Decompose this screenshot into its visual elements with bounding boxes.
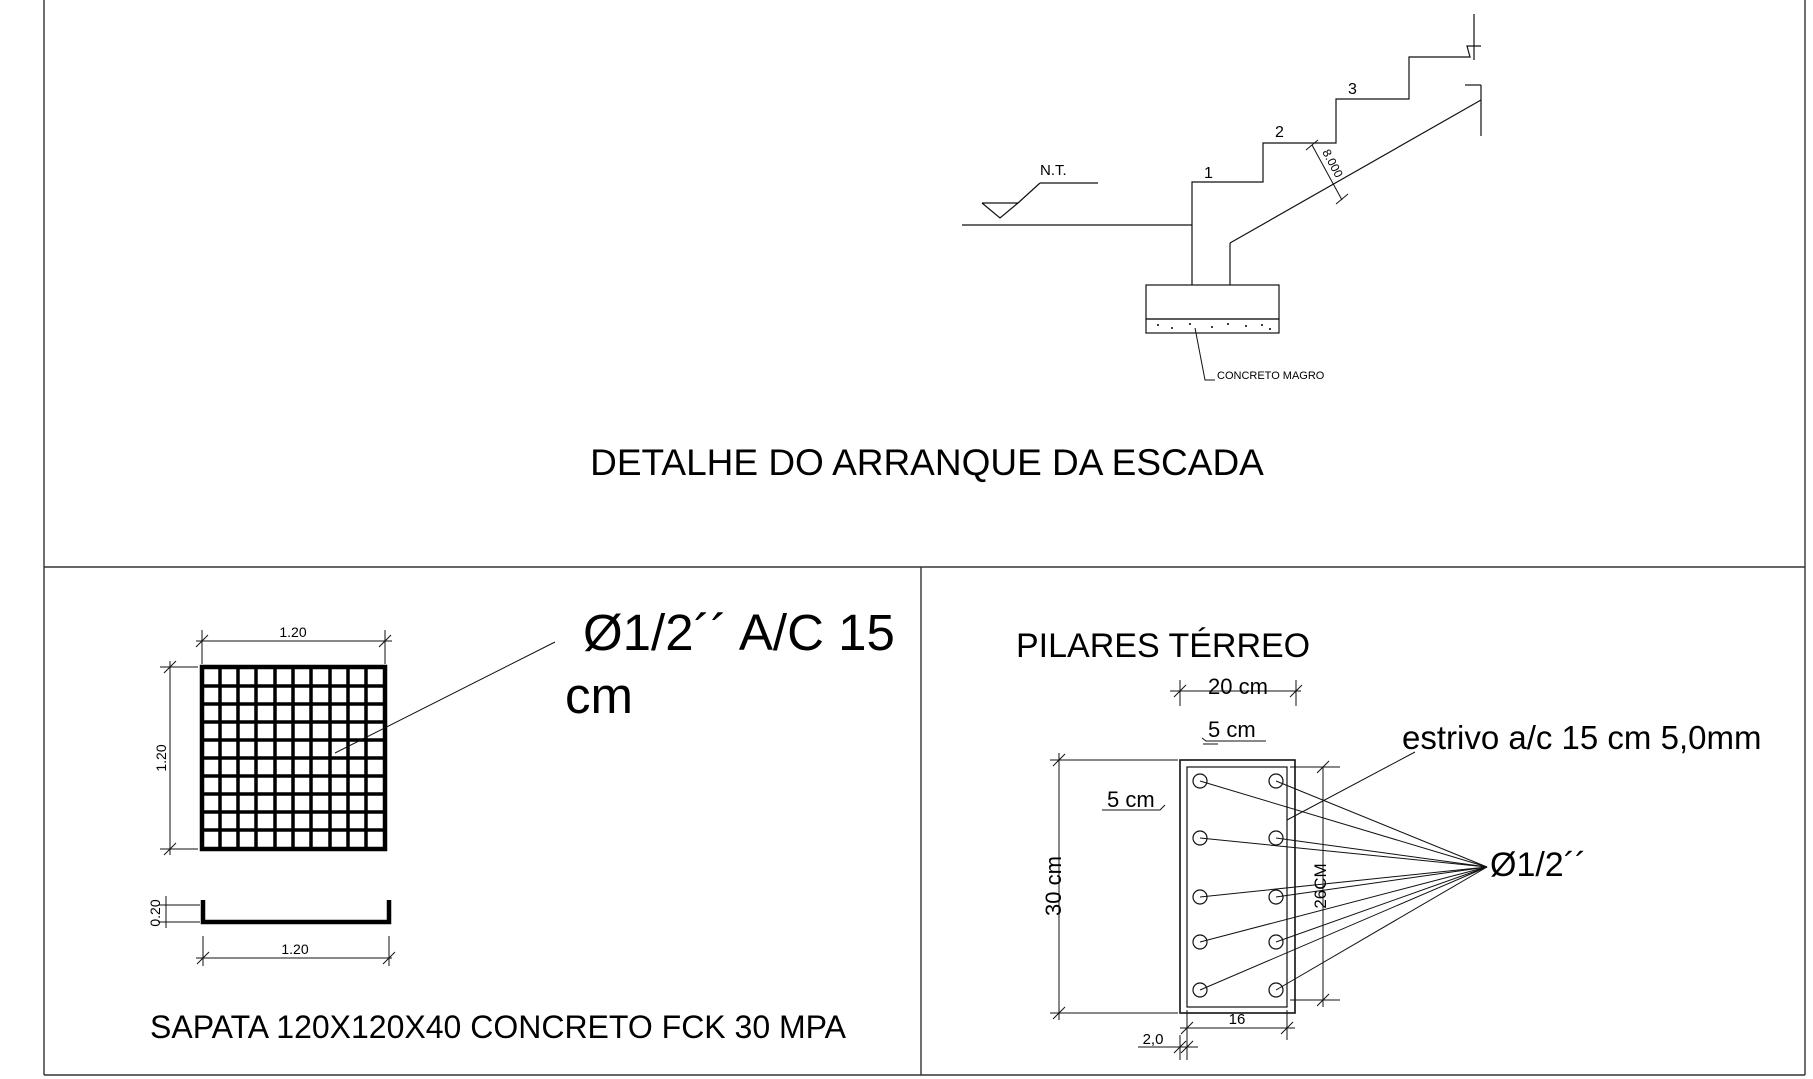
rebar-mesh: [199, 664, 388, 852]
slab-thickness-dimension: 8.000: [1319, 147, 1346, 180]
footing-width-dimension-bottom: 1.20: [281, 941, 308, 957]
footing-detail: 1.20 1.20 Ø1/2´´ A/C 15 cm 0.20 1.20 SAP…: [147, 604, 895, 1045]
rebar-bar: [1268, 830, 1284, 846]
column-width-dimension: 20 cm: [1208, 674, 1268, 699]
column-cover-side-dimension: 5 cm: [1107, 787, 1155, 812]
footing-section-height-dimension: 0.20: [147, 899, 163, 926]
stair-detail-title: DETALHE DO ARRANQUE DA ESCADA: [590, 442, 1264, 483]
ground-level-label: N.T.: [1040, 162, 1067, 179]
column-cover-top-dimension: 5 cm: [1208, 717, 1256, 742]
column-rebars: [1192, 773, 1284, 998]
column-detail: PILARES TÉRREO 20 cm 5 cm 5 cm: [1016, 627, 1761, 1060]
column-outline: [1179, 759, 1296, 1014]
column-inner-height-dimension: 26CM: [1311, 863, 1330, 908]
lean-concrete-note: CONCRETO MAGRO: [1217, 370, 1325, 382]
rebar-bar: [1268, 889, 1284, 905]
footing-height-dimension: 1.20: [153, 744, 169, 771]
rebar-bar: [1192, 773, 1208, 789]
column-inner-width-dimension: 16: [1229, 1011, 1246, 1028]
stair-slab-underside: [1229, 99, 1482, 244]
step-number-3: 3: [1348, 81, 1357, 98]
step-number-1: 1: [1204, 165, 1213, 182]
lean-concrete-layer: [1145, 318, 1280, 334]
stair-steps-outline: [1191, 56, 1445, 225]
rebar-callout-leader: [334, 641, 556, 754]
ground-level-marker: [981, 182, 1098, 219]
rebar-bar: [1268, 982, 1284, 998]
column-height-dimension: 30 cm: [1041, 856, 1066, 916]
concrete-hatch: [1157, 323, 1271, 330]
rebar-bar: [1268, 773, 1284, 789]
stair-detail: N.T. CONCRETO MAGRO 1 2 3 8.000: [590, 14, 1482, 483]
rebar-bar: [1192, 889, 1208, 905]
column-rebar-label: Ø1/2´´: [1490, 846, 1586, 884]
stirrup-note: estrivo a/c 15 cm 5,0mm: [1402, 719, 1761, 756]
footing-section: [200, 900, 392, 925]
column-stirrup-gap-dimension: 2,0: [1143, 1031, 1164, 1048]
stair-footing: [1145, 284, 1280, 320]
stirrup-leader: [1286, 751, 1416, 821]
rebar-bar: [1192, 934, 1208, 950]
rebar-callout-line2: cm: [565, 667, 633, 724]
footing-title: SAPATA 120X120X40 CONCRETO FCK 30 MPA: [150, 1009, 847, 1045]
rebar-bar: [1268, 934, 1284, 950]
rebar-leaders: [1199, 780, 1488, 991]
rebar-bar: [1192, 982, 1208, 998]
column-stirrup: [1186, 766, 1288, 1008]
step-number-2: 2: [1275, 124, 1284, 141]
column-title: PILARES TÉRREO: [1016, 627, 1310, 665]
rebar-bar: [1192, 830, 1208, 846]
rebar-callout-line1: Ø1/2´´ A/C 15: [583, 604, 895, 661]
sheet-frame: [43, 0, 1806, 1076]
footing-width-dimension-top: 1.20: [279, 624, 306, 640]
